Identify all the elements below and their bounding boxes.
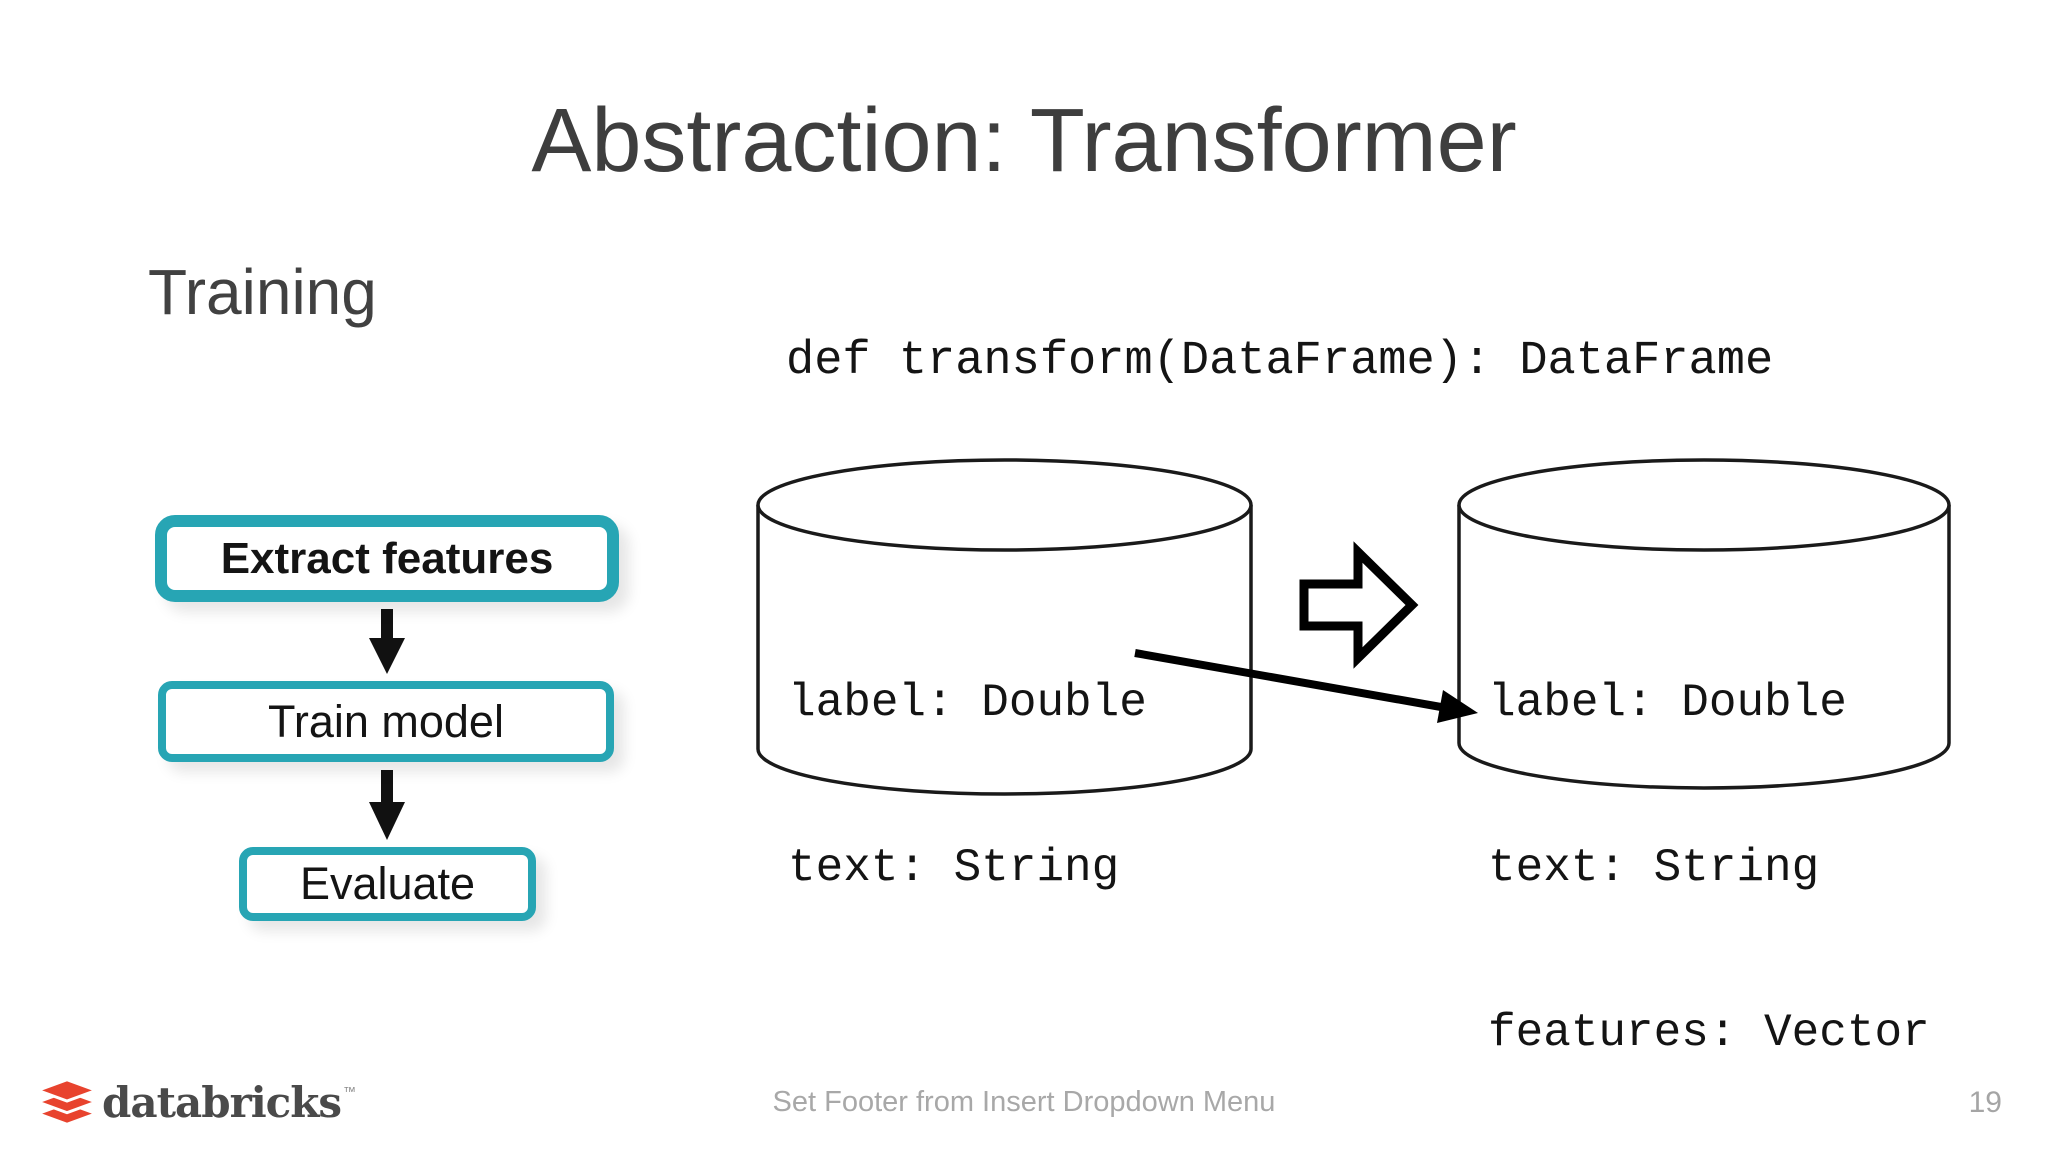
mapping-arrow-icon — [1134, 649, 1478, 723]
dataframe-field: features: Vector — [1488, 1007, 1930, 1059]
databricks-wordmark: databricks — [102, 1077, 342, 1127]
page-number: 19 — [1968, 1086, 2002, 1119]
dataframe-field: label: Double — [1488, 677, 1847, 729]
output-dataframe-fields: label: Double text: String features: Vec… — [1488, 566, 1930, 1171]
slide-title: Abstraction: Transformer — [531, 91, 1517, 191]
dataframe-field: label: Double — [788, 677, 1147, 729]
down-arrow-icon — [369, 770, 405, 840]
flow-step-label: Train model — [268, 695, 504, 747]
flow-step-evaluate: Evaluate — [239, 847, 536, 921]
code-signature: def transform(DataFrame): DataFrame — [786, 335, 1774, 388]
flow-step-label: Extract features — [220, 533, 554, 583]
flow-step-label: Evaluate — [299, 858, 476, 909]
cylinder-output-icon — [1457, 458, 1951, 790]
flow-step-extract-features: Extract features — [155, 515, 619, 602]
input-dataframe-fields: label: Double text: String — [788, 566, 1147, 1006]
trademark-symbol: ™ — [342, 1084, 356, 1099]
databricks-logo: databricks ™ — [36, 1076, 356, 1128]
databricks-logo-icon — [36, 1078, 98, 1126]
flow-step-train-model: Train model — [158, 681, 614, 762]
block-arrow-icon — [1299, 541, 1419, 669]
dataframe-field: text: String — [788, 842, 1120, 894]
footer-placeholder-text: Set Footer from Insert Dropdown Menu — [772, 1086, 1276, 1118]
section-heading: Training — [148, 256, 377, 328]
down-arrow-icon — [369, 609, 405, 674]
cylinder-input-icon — [756, 458, 1253, 796]
dataframe-field: text: String — [1488, 842, 1820, 894]
